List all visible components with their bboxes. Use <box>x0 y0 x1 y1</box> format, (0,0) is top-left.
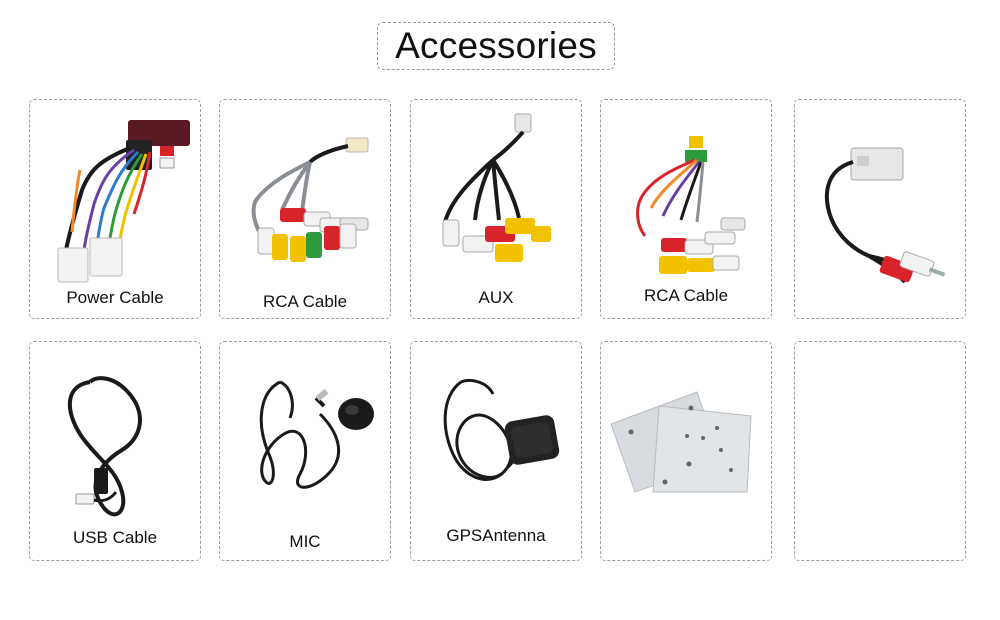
accessory-label: USB Cable <box>72 528 158 547</box>
microphone-icon <box>259 380 374 489</box>
gps-antenna-icon <box>443 379 560 481</box>
power-cable-harness-icon <box>57 120 190 283</box>
accessory-card-aux: AUX <box>410 99 582 319</box>
accessory-card-rca-cable: RCA Cable <box>219 99 391 319</box>
accessory-card-mic: MIC <box>219 341 391 561</box>
accessory-label: MIC <box>289 532 321 551</box>
accessory-card-gps-antenna: GPSAntenna <box>410 341 582 561</box>
page-title-box: Accessories <box>377 22 615 70</box>
accessory-label: Power Cable <box>66 288 164 307</box>
accessory-label: RCA Cable <box>643 286 729 305</box>
mounting-bracket-icon <box>610 391 752 493</box>
accessory-card-usb-cable: USB Cable <box>29 341 201 561</box>
accessory-card-empty <box>794 341 966 561</box>
accessory-card-mounting-bracket <box>600 341 772 561</box>
accessory-label: AUX <box>478 288 514 307</box>
aux-cable-icon <box>442 113 551 262</box>
rca-cable-icon <box>251 137 369 262</box>
accessory-label: GPSAntenna <box>446 526 546 545</box>
page-title: Accessories <box>395 25 597 66</box>
accessory-card-rca-cable-2: RCA Cable <box>600 99 772 319</box>
accessory-card-power-cable: Power Cable <box>29 99 201 319</box>
usb-cable-icon <box>67 376 142 517</box>
rca-adapter-cable-icon <box>824 147 946 284</box>
rca-cable-icon <box>636 136 746 274</box>
accessory-card-rca-adapter <box>794 99 966 319</box>
accessory-label: RCA Cable <box>262 292 348 311</box>
